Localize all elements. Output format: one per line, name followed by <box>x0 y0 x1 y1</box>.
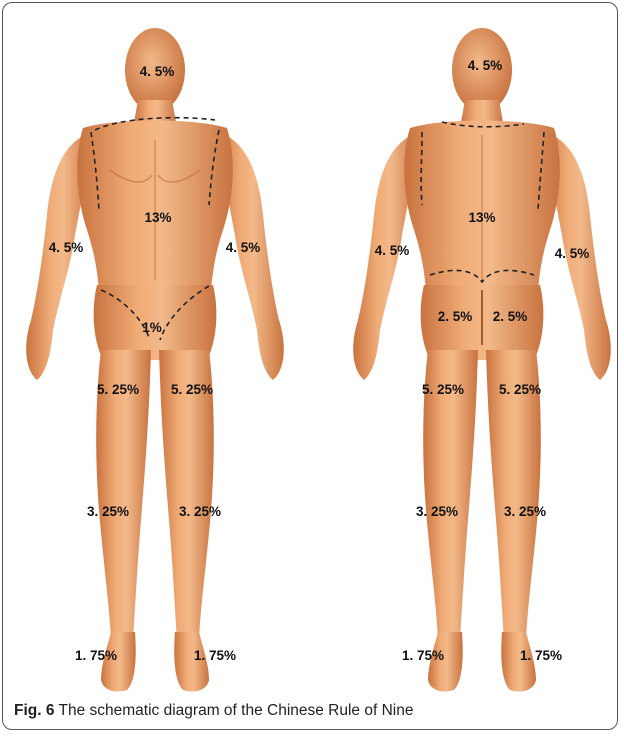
back-left-thigh-label: 5. 25% <box>422 382 464 397</box>
figure-number: Fig. 6 <box>14 702 54 719</box>
front-right-arm-label: 4. 5% <box>226 240 261 255</box>
back-left-buttock-label: 2. 5% <box>438 309 473 324</box>
back-left-leg-label: 3. 25% <box>416 504 458 519</box>
figure-caption: Fig. 6 The schematic diagram of the Chin… <box>14 702 413 720</box>
back-left-foot-label: 1. 75% <box>402 648 444 663</box>
front-trunk-label: 13% <box>144 210 171 225</box>
front-figure <box>26 28 284 692</box>
back-head-label: 4. 5% <box>468 58 503 73</box>
caption-text: The schematic diagram of the Chinese Rul… <box>59 702 414 719</box>
back-trunk-label: 13% <box>468 210 495 225</box>
back-right-arm-label: 4. 5% <box>555 246 590 261</box>
back-right-buttock-label: 2. 5% <box>493 309 528 324</box>
front-right-leg-label: 3. 25% <box>179 504 221 519</box>
front-right-foot-label: 1. 75% <box>194 648 236 663</box>
back-left-arm-label: 4. 5% <box>375 243 410 258</box>
front-head-label: 4. 5% <box>140 64 175 79</box>
front-left-leg-label: 3. 25% <box>87 504 129 519</box>
front-left-foot-label: 1. 75% <box>75 648 117 663</box>
front-genital-label: 1% <box>142 320 162 335</box>
back-right-leg-label: 3. 25% <box>504 504 546 519</box>
front-right-thigh-label: 5. 25% <box>171 382 213 397</box>
front-left-thigh-label: 5. 25% <box>97 382 139 397</box>
back-right-foot-label: 1. 75% <box>520 648 562 663</box>
front-left-arm-label: 4. 5% <box>49 240 84 255</box>
back-figure <box>353 28 611 692</box>
back-right-thigh-label: 5. 25% <box>499 382 541 397</box>
